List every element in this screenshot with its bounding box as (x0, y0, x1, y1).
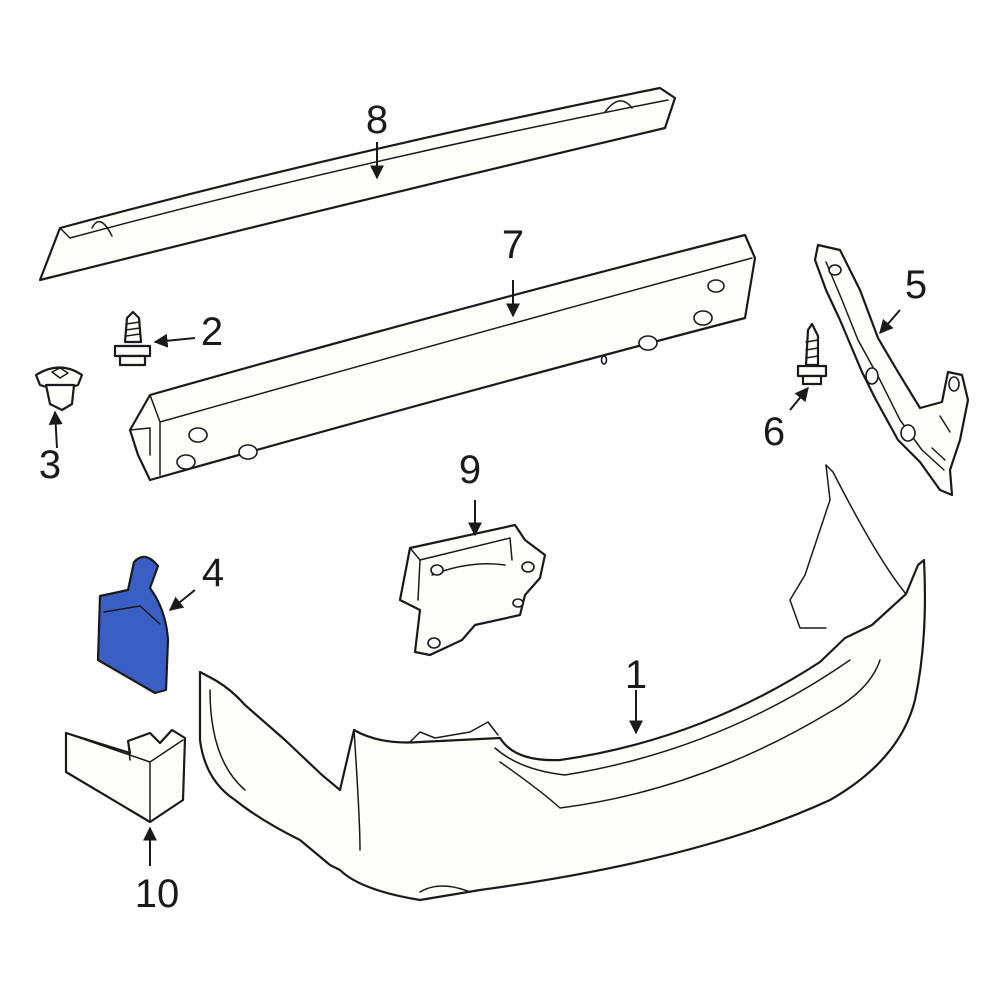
part-7-impact-bar[interactable] (128, 233, 757, 482)
part-4-mud-flap[interactable] (96, 555, 170, 695)
part-8-trim-strip[interactable] (38, 86, 677, 282)
callout-label-8: 8 (366, 98, 388, 142)
callout-label-5: 5 (905, 263, 927, 307)
part-1-bumper-cover[interactable] (198, 464, 927, 902)
part-3-retainer[interactable] (34, 366, 84, 412)
callout-label-9: 9 (459, 448, 481, 492)
callout-arrow-4 (168, 589, 196, 611)
callout-arrow-2 (153, 333, 196, 348)
callout-arrow-5 (879, 309, 901, 335)
part-2-bolt[interactable] (113, 310, 152, 367)
callout-arrow-6 (789, 386, 809, 411)
callout-label-10: 10 (135, 872, 180, 916)
callout-label-1: 1 (625, 653, 647, 697)
callout-arrow-3 (48, 410, 63, 449)
callout-label-6: 6 (763, 410, 785, 454)
part-6-screw[interactable] (796, 322, 828, 386)
callout-label-4: 4 (202, 551, 224, 595)
callout-label-7: 7 (502, 223, 524, 267)
part-10-extension[interactable] (64, 728, 187, 824)
callout-label-3: 3 (39, 443, 61, 487)
callout-label-2: 2 (201, 310, 223, 354)
part-5-side-bracket[interactable] (813, 243, 970, 497)
part-9-mount-bracket[interactable] (398, 523, 547, 657)
